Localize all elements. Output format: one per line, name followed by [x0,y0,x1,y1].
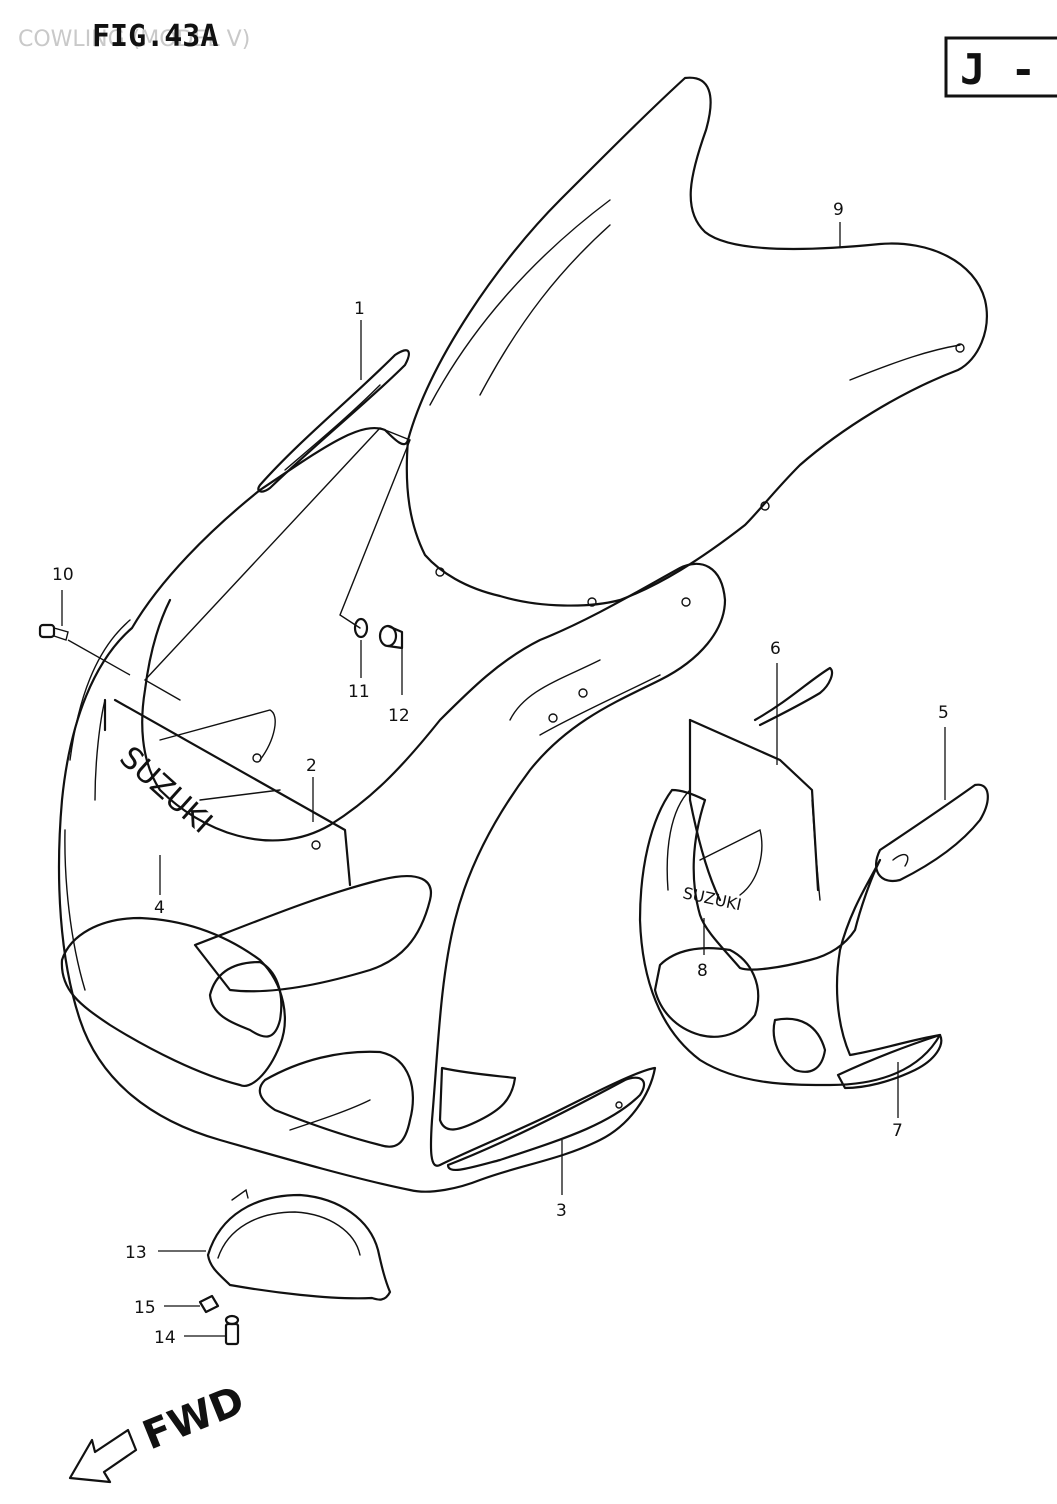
lower-cowling-part-8: SUZUKI [638,788,942,1087]
callout-11: 11 [348,682,370,702]
faint-subtitle: COWLING (MODEL V) [18,27,250,52]
forward-arrow-icon [68,1428,138,1484]
figure-title: FIG.43A [92,19,218,54]
lower-trim-part-7 [836,1033,943,1090]
callout-10: 10 [52,565,74,585]
inner-panel-part-2 [103,698,352,887]
assembly-line-trim [143,427,381,701]
callout-15: 15 [134,1298,156,1318]
bracket-part-13 [206,1188,392,1301]
callout-6: 6 [770,639,781,659]
nut-part-12 [378,624,404,650]
screw-part-14 [224,1314,240,1346]
callout-2: 2 [306,756,317,776]
upper-cowling-part-3 [57,427,727,1193]
lower-inner-panel-part-6 [688,666,834,902]
decal-part-4: SUZUKI [113,740,219,841]
edge-trim-part-1 [257,349,410,493]
assembly-line-windscreen [339,427,411,629]
bolt-part-10 [38,623,131,676]
windscreen-part-9 [405,76,988,607]
callout-13: 13 [125,1243,147,1263]
washer-part-11 [353,617,369,639]
callout-14: 14 [154,1328,176,1348]
section-code-box: J - [944,36,1057,98]
section-code: J - [960,45,1036,94]
clip-part-15 [198,1294,220,1314]
callout-5: 5 [938,703,949,723]
callout-1: 1 [354,299,365,319]
side-cowl-part-5 [874,783,989,883]
main-brand-decal: SUZUKI [113,740,219,841]
callout-7: 7 [892,1121,903,1141]
callout-8: 8 [697,961,708,981]
lower-brand-decal: SUZUKI [681,883,743,914]
direction-label: FWD [137,1377,251,1459]
callout-3: 3 [556,1201,567,1221]
callout-12: 12 [388,706,410,726]
callout-9: 9 [833,200,844,220]
callout-4: 4 [154,898,165,918]
